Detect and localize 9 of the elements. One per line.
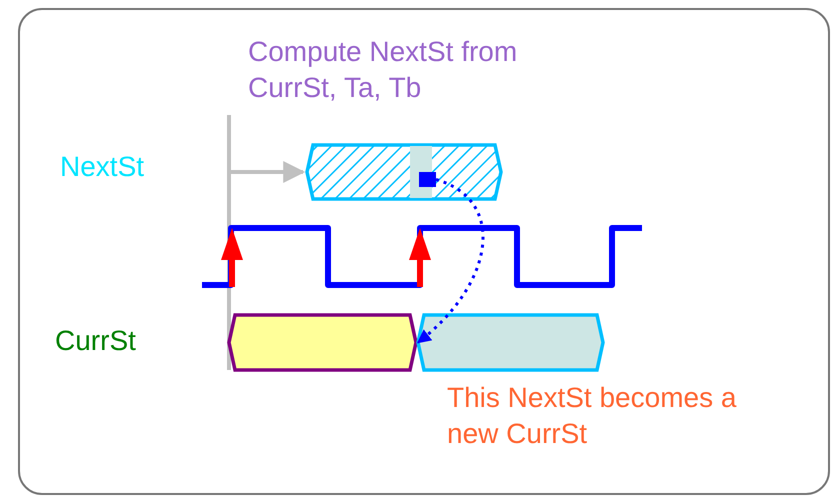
square-marker xyxy=(419,172,436,187)
arrow xyxy=(231,161,306,183)
label-text: CurrSt xyxy=(55,324,136,358)
label-text: Compute NextSt from CurrSt, Ta, Tb xyxy=(248,35,518,105)
label-text: NextSt xyxy=(60,150,144,184)
label-text: This NextSt becomes a new CurrSt xyxy=(447,381,738,451)
bus-hexagon xyxy=(227,313,418,372)
bus-hexagon xyxy=(416,313,605,372)
hatched-bus-hexagon xyxy=(305,143,503,201)
